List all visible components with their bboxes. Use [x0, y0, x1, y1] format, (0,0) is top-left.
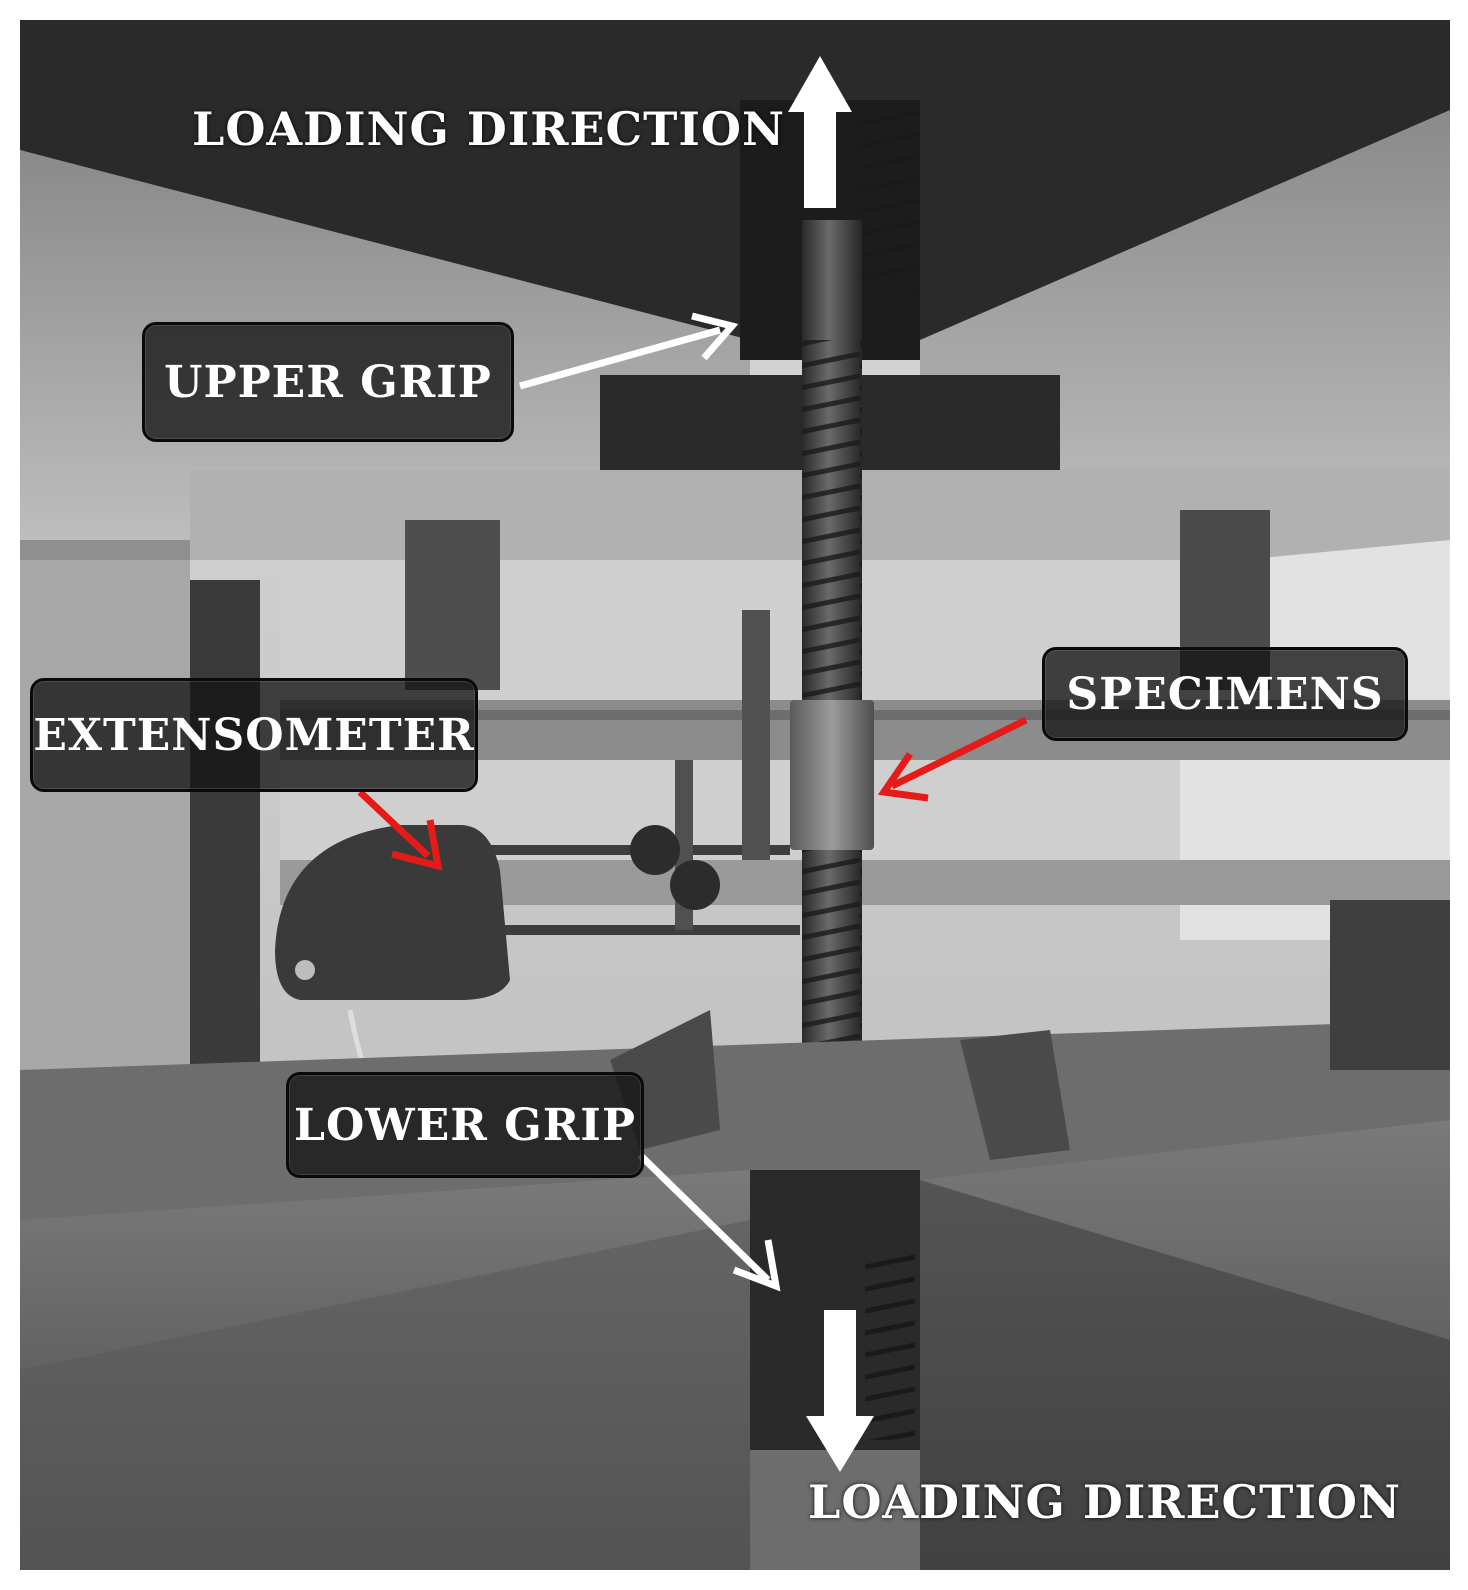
- lower-grip-pointer-arrow-icon: [637, 1152, 781, 1292]
- extensometer-pointer-arrow-icon: [357, 789, 443, 871]
- upper-grip-label: UPPER GRIP: [164, 356, 492, 408]
- arrow-down-icon: [806, 1310, 874, 1472]
- test-machine-scene: [20, 20, 1450, 1570]
- loading-direction-top-label: LOADING DIRECTION: [192, 102, 786, 156]
- tensile-test-photo: LOADING DIRECTION LOADING DIRECTION UPPE…: [20, 20, 1450, 1570]
- specimens-label-box: SPECIMENS: [1042, 647, 1408, 741]
- specimens-pointer-arrow-icon: [877, 716, 1028, 802]
- extensometer-label: EXTENSOMETER: [33, 709, 475, 761]
- upper-grip-label-box: UPPER GRIP: [142, 322, 514, 442]
- loading-direction-bottom-label: LOADING DIRECTION: [808, 1475, 1402, 1529]
- arrow-up-icon: [788, 56, 852, 208]
- upper-grip-pointer-arrow-icon: [519, 312, 739, 390]
- lower-grip-label-box: LOWER GRIP: [286, 1072, 644, 1178]
- extensometer-label-box: EXTENSOMETER: [30, 678, 478, 792]
- loading-arrows-overlay: [357, 56, 1028, 1472]
- lower-grip-label: LOWER GRIP: [294, 1099, 636, 1151]
- specimens-label: SPECIMENS: [1066, 668, 1384, 720]
